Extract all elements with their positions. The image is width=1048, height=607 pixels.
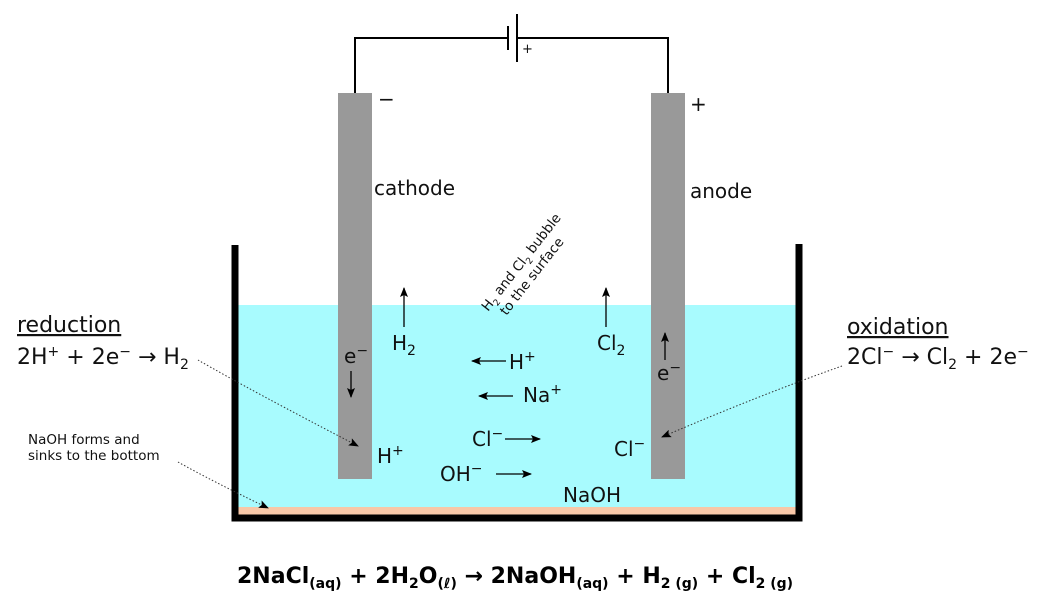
h2-label: H2 [392,331,416,359]
anode-label: anode [690,179,752,203]
reduction-title: reduction [17,313,121,338]
cl2-label: Cl2 [597,331,625,359]
cl-minus-label: Cl− [472,426,503,451]
oxidation-equation: 2Cl− → Cl2 + 2e− [847,344,1029,373]
battery-plus-label: + [522,42,533,57]
reduction-equation: 2H+ + 2e− → H2 [17,344,189,373]
cathode-electron-label: e− [344,343,368,368]
cathode-h-plus-label: H+ [377,443,404,468]
h-plus-label: H+ [509,349,536,374]
cathode-electrode [338,93,372,479]
anode-plus-sign: + [690,92,707,116]
naoh-pointer [177,461,269,509]
cathode-label: cathode [374,176,455,200]
naoh-label: NaOH [563,483,621,507]
reduction-pointer [197,359,359,447]
naoh-note-line1: NaOH forms and [28,432,140,448]
container [231,244,803,522]
cathode-minus-sign: − [378,87,395,111]
naoh-layer [238,507,796,517]
oxidation-title: oxidation [847,315,949,340]
oh-minus-label: OH− [440,461,483,486]
electrolyte-solution [238,305,796,507]
oxidation-pointer [661,365,843,438]
overall-equation: 2NaCl(aq) + 2H2O(ℓ) → 2NaOH(aq) + H2 (g)… [237,564,793,592]
anode-electron-label: e− [657,360,681,385]
anode-electrode [651,93,685,479]
naoh-note-line2: sinks to the bottom [28,448,160,464]
na-plus-label: Na+ [523,382,562,407]
circuit-wire [354,37,669,93]
anode-cl-minus-label: Cl− [614,436,645,461]
battery-icon [507,14,518,62]
